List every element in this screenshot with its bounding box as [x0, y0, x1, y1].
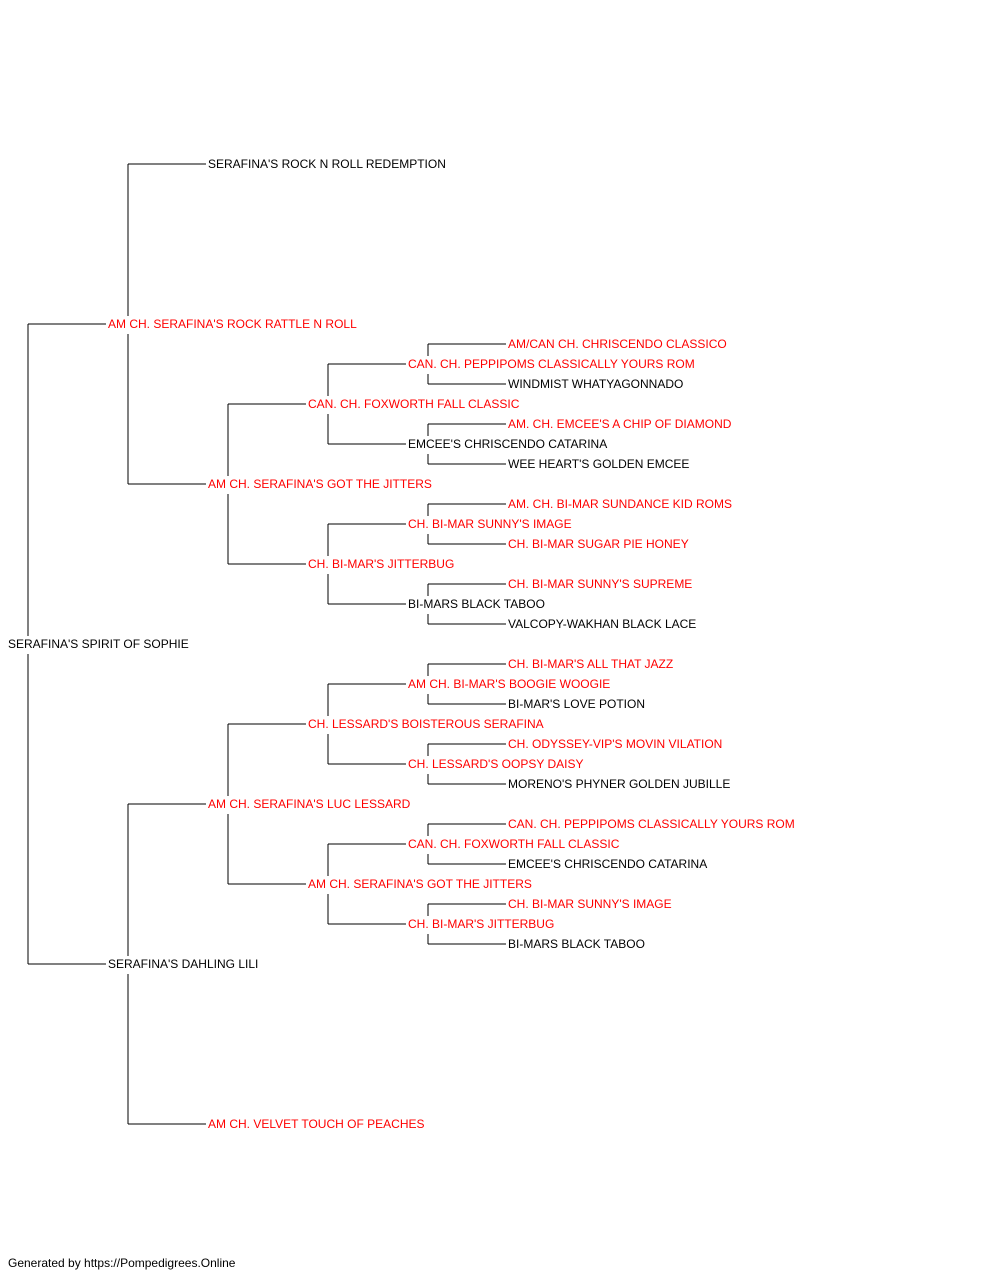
dog-name-dam-sire-sire[interactable]: CH. LESSARD'S BOISTEROUS SERAFINA — [308, 717, 544, 731]
dog-name-dam-sire[interactable]: AM CH. SERAFINA'S LUC LESSARD — [208, 797, 411, 811]
dog-name-sire-sire[interactable]: SERAFINA'S ROCK N ROLL REDEMPTION — [208, 157, 446, 171]
dog-name-dam-sire-dam-dam[interactable]: CH. BI-MAR'S JITTERBUG — [408, 917, 554, 931]
dog-name-sire-dam-sire-dam-dam[interactable]: WEE HEART'S GOLDEN EMCEE — [508, 457, 689, 471]
dog-name-sire-dam[interactable]: AM CH. SERAFINA'S GOT THE JITTERS — [208, 477, 432, 491]
dog-name-sire-dam-sire[interactable]: CAN. CH. FOXWORTH FALL CLASSIC — [308, 397, 520, 411]
dog-name-sire[interactable]: AM CH. SERAFINA'S ROCK RATTLE N ROLL — [108, 317, 357, 331]
dog-name-sire-dam-dam-sire-dam[interactable]: CH. BI-MAR SUGAR PIE HONEY — [508, 537, 689, 551]
dog-name-dam-dam[interactable]: AM CH. VELVET TOUCH OF PEACHES — [208, 1117, 425, 1131]
dog-name-dam-sire-sire-dam-sire[interactable]: CH. ODYSSEY-VIP'S MOVIN VILATION — [508, 737, 722, 751]
pedigree-tree: SERAFINA'S SPIRIT OF SOPHIE AM CH. SERAFI… — [8, 157, 795, 1131]
dog-name-sire-dam-dam-sire-sire[interactable]: AM. CH. BI-MAR SUNDANCE KID ROMS — [508, 497, 732, 511]
dog-name-dam-sire-dam[interactable]: AM CH. SERAFINA'S GOT THE JITTERS — [308, 877, 532, 891]
dog-name-dam-sire-dam-dam-dam[interactable]: BI-MARS BLACK TABOO — [508, 937, 645, 951]
dog-name-sire-dam-dam-dam-dam[interactable]: VALCOPY-WAKHAN BLACK LACE — [508, 617, 696, 631]
dog-name-dam-sire-dam-sire[interactable]: CAN. CH. FOXWORTH FALL CLASSIC — [408, 837, 620, 851]
dog-name-dam-sire-sire-sire-sire[interactable]: CH. BI-MAR'S ALL THAT JAZZ — [508, 657, 673, 671]
dog-name-dam-sire-sire-dam[interactable]: CH. LESSARD'S OOPSY DAISY — [408, 757, 583, 771]
dog-name-dam[interactable]: SERAFINA'S DAHLING LILI — [108, 957, 258, 971]
dog-name-sire-dam-sire-sire-dam[interactable]: WINDMIST WHATYAGONNADO — [508, 377, 683, 391]
dog-name-dam-sire-sire-sire-dam[interactable]: BI-MAR'S LOVE POTION — [508, 697, 645, 711]
dog-name-dam-sire-dam-dam-sire[interactable]: CH. BI-MAR SUNNY'S IMAGE — [508, 897, 672, 911]
dog-name-sire-dam-sire-dam-sire[interactable]: AM. CH. EMCEE'S A CHIP OF DIAMOND — [508, 417, 732, 431]
dog-name-dam-sire-sire-dam-dam[interactable]: MORENO'S PHYNER GOLDEN JUBILLE — [508, 777, 730, 791]
dog-name-sire-dam-dam-dam-sire[interactable]: CH. BI-MAR SUNNY'S SUPREME — [508, 577, 692, 591]
dog-name-dam-sire-dam-sire-sire[interactable]: CAN. CH. PEPPIPOMS CLASSICALLY YOURS ROM — [508, 817, 795, 831]
dog-name-sire-dam-sire-sire-sire[interactable]: AM/CAN CH. CHRISCENDO CLASSICO — [508, 337, 727, 351]
dog-name-sire-dam-dam[interactable]: CH. BI-MAR'S JITTERBUG — [308, 557, 454, 571]
dog-name-dam-sire-dam-sire-dam[interactable]: EMCEE'S CHRISCENDO CATARINA — [508, 857, 707, 871]
dog-name-sire-dam-sire-sire[interactable]: CAN. CH. PEPPIPOMS CLASSICALLY YOURS ROM — [408, 357, 695, 371]
dog-name-dam-sire-sire-sire[interactable]: AM CH. BI-MAR'S BOOGIE WOOGIE — [408, 677, 610, 691]
footer-credit: Generated by https://Pompedigrees.Online — [8, 1256, 236, 1270]
dog-name-sire-dam-sire-dam[interactable]: EMCEE'S CHRISCENDO CATARINA — [408, 437, 607, 451]
dog-name-sire-dam-dam-dam[interactable]: BI-MARS BLACK TABOO — [408, 597, 545, 611]
dog-name[interactable]: SERAFINA'S SPIRIT OF SOPHIE — [8, 637, 189, 651]
dog-name-sire-dam-dam-sire[interactable]: CH. BI-MAR SUNNY'S IMAGE — [408, 517, 572, 531]
